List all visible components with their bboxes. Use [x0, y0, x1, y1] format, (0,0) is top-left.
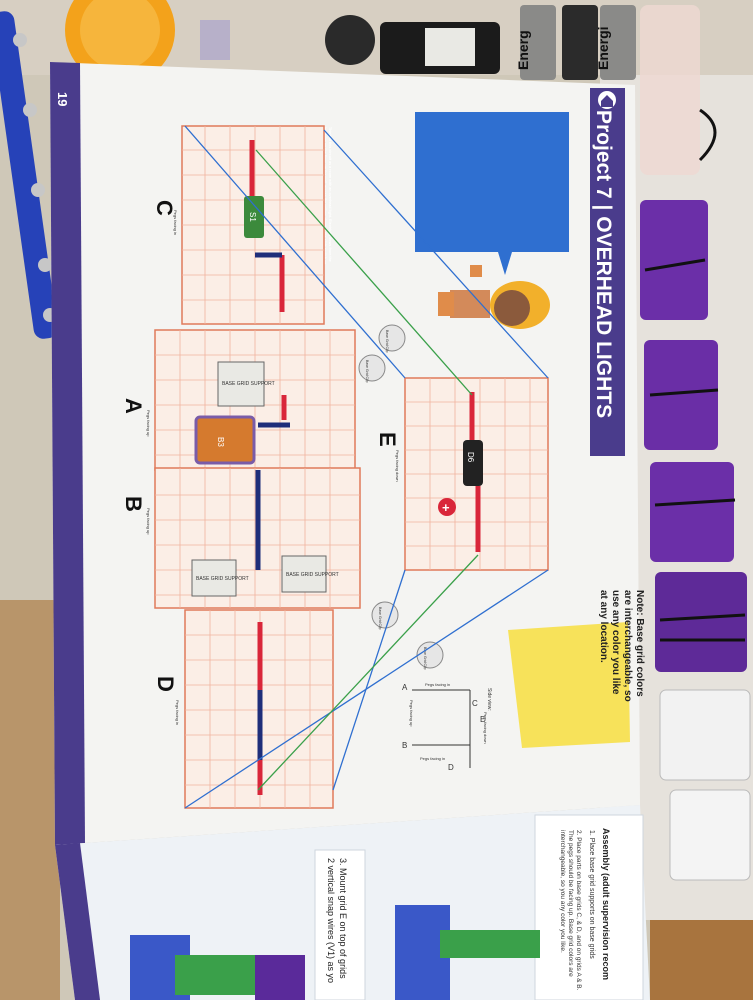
- clip-label-1: Base Grid Clip: [385, 330, 389, 353]
- side-view-pegs-down: Pegs facing down: [483, 712, 488, 744]
- grid-c-letter: C: [152, 200, 177, 216]
- grid-e: D6 + E Pegs facing down: [375, 377, 549, 571]
- clip-label-3: Base Grid Clip: [378, 607, 382, 630]
- plus-icon: [438, 498, 456, 516]
- lower-page: Assembly (adult supervision recom 1. Pla…: [55, 805, 650, 1000]
- led-label: D6: [466, 452, 475, 463]
- grid-a-letter: A: [121, 398, 146, 414]
- battery-brand-label: Energ: [515, 30, 531, 70]
- switch-label: S1: [248, 212, 257, 222]
- clip-badges: Base Grid Clip Base Grid Clip Base Grid …: [358, 324, 444, 670]
- page-number: 19: [55, 92, 70, 106]
- svg-text:+: +: [442, 500, 450, 515]
- battery-brand-label-2: Energi: [595, 26, 611, 70]
- project-title: Project 7 | OVERHEAD LIGHTS: [592, 110, 615, 418]
- grid-d-caption: Pegs facing in: [175, 700, 180, 725]
- assembly-illustration: [130, 905, 540, 1000]
- side-view-e: E: [480, 715, 485, 724]
- side-view-diagram: Side view: C E A B D Pegs facing in Pegs…: [402, 682, 492, 772]
- grid-a: BASE GRID SUPPORT B3 A Pegs facing up: [121, 329, 356, 471]
- grid-e-letter: E: [375, 432, 400, 447]
- grid-e-caption: Pegs facing down: [395, 450, 400, 482]
- support-label-3: BASE GRID SUPPORT: [286, 572, 339, 578]
- support-label-2: BASE GRID SUPPORT: [196, 576, 249, 582]
- grid-b: BASE GRID SUPPORT BASE GRID SUPPORT B Pe…: [121, 467, 361, 609]
- step3-line1: 3. Mount grid E on top of grids: [338, 858, 348, 979]
- assembly-title: Assembly (adult supervision recom: [601, 828, 611, 980]
- worker-character: [438, 265, 550, 329]
- side-view-b: B: [402, 741, 407, 750]
- sticky-note: Note: Base grid colors are interchangeab…: [508, 590, 645, 748]
- clip-label-2: Base Grid Clip: [365, 360, 369, 383]
- side-view-pegs-in: Pegs facing in: [425, 682, 450, 687]
- grid-b-letter: B: [121, 496, 146, 512]
- battery-label: B3: [216, 437, 225, 447]
- side-view-d: D: [448, 763, 454, 772]
- side-view-a: A: [402, 683, 408, 692]
- snap-wire-left: [0, 11, 58, 339]
- clip-label-4: Base Grid Clip: [423, 647, 427, 670]
- step3-line2: 2 vertical snap wires (V1) as yo: [326, 858, 336, 983]
- assembly-step2: 2. Place parts on base grids C, & D, and…: [559, 830, 582, 991]
- grid-d: D Pegs facing in: [153, 609, 334, 809]
- grid-b-caption: Pegs facing up: [146, 508, 151, 535]
- side-view-pegs-up: Pegs facing up: [409, 700, 414, 727]
- note-text: Note: Base grid colors are interchangeab…: [598, 590, 645, 702]
- support-label-1: BASE GRID SUPPORT: [222, 381, 275, 387]
- grid-d-letter: D: [153, 676, 178, 692]
- top-parts: Energ Energi: [0, 0, 753, 175]
- grid-c-caption: Pegs facing in: [173, 210, 178, 235]
- manual-page: 19 Project 7 | OVERHEAD LIGHTS Think of …: [50, 62, 645, 845]
- side-view-pegs-in-2: Pegs facing in: [420, 756, 445, 761]
- house-badge-icon: [598, 91, 616, 109]
- assembly-step1: 1. Place base grid supports on base grid…: [588, 830, 595, 959]
- connector-lines: [184, 125, 549, 809]
- grid-c: S1 C Pegs facing in: [152, 125, 325, 325]
- side-view-title: Side view:: [486, 688, 492, 711]
- side-view-c: C: [472, 699, 478, 708]
- grid-a-caption: Pegs facing up: [146, 410, 151, 437]
